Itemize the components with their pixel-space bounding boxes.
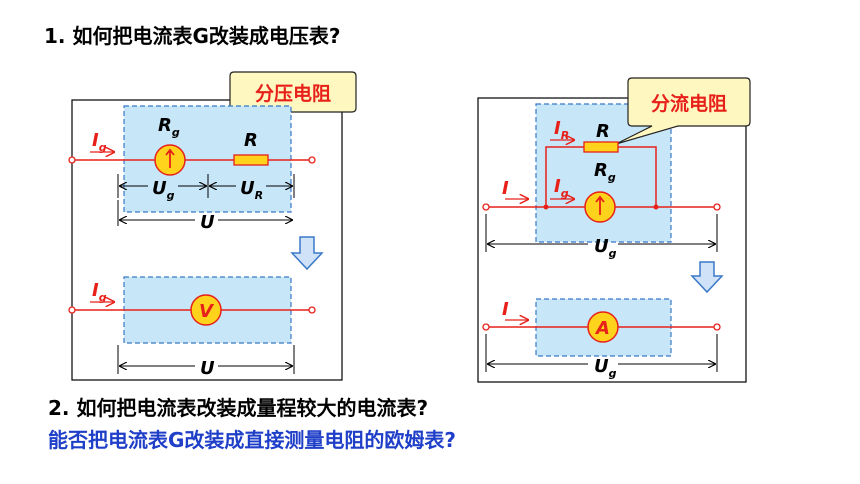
ig-label: Ig: [554, 176, 569, 200]
ammeter: [587, 311, 619, 343]
ug-label: Ug: [152, 178, 175, 202]
question-1: 1. 如何把电流表G改装成电压表?: [44, 24, 341, 48]
current-label: Ig: [92, 130, 107, 154]
arrow-up-icon: [165, 148, 175, 168]
arrow-up-icon: [595, 195, 605, 215]
ammeter-diagram: 分流电阻 I R IR Ig Rg Ug: [477, 77, 751, 383]
series-resistor: [233, 154, 269, 166]
shunt-resistor-callout: 分流电阻: [615, 77, 751, 145]
series-resistor-callout: 分压电阻: [229, 71, 357, 142]
voltmeter-symbol: V: [199, 301, 215, 322]
converted-total-u-label: U: [200, 358, 215, 379]
terminal: [713, 323, 721, 331]
terminal: [68, 156, 76, 164]
ur-label: UR: [240, 178, 263, 202]
callout-text: 分压电阻: [255, 82, 331, 105]
terminal: [482, 323, 490, 331]
resistor-label: R: [244, 130, 258, 151]
terminal: [713, 203, 721, 211]
converted-current-label: I: [502, 299, 509, 320]
question-3: 能否把电流表G改装成直接测量电阻的欧姆表?: [48, 428, 457, 452]
total-u-label: U: [200, 212, 215, 233]
resistor-label: R: [596, 121, 610, 142]
rg-label: Rg: [158, 115, 180, 139]
arrow-down-icon: [290, 236, 324, 271]
terminal: [308, 156, 316, 164]
terminal: [68, 306, 76, 314]
terminal: [482, 203, 490, 211]
arrow-down-icon: [690, 261, 724, 294]
voltmeter-diagram: 分压电阻 Ig Rg R Ug UR U: [68, 71, 357, 381]
shunt-resistor: [583, 141, 619, 153]
voltmeter: [190, 294, 222, 326]
terminal: [308, 306, 316, 314]
callout-text: 分流电阻: [651, 92, 727, 115]
converted-total-ug-label: Ug: [594, 356, 617, 380]
ammeter-symbol: A: [594, 318, 610, 339]
current-label: I: [502, 178, 509, 199]
rg-label: Rg: [594, 160, 616, 184]
question-2: 2. 如何把电流表改装成量程较大的电流表?: [48, 396, 429, 420]
ir-label: IR: [554, 118, 569, 142]
converted-current-label: Ig: [92, 280, 107, 304]
total-ug-label: Ug: [594, 236, 617, 260]
